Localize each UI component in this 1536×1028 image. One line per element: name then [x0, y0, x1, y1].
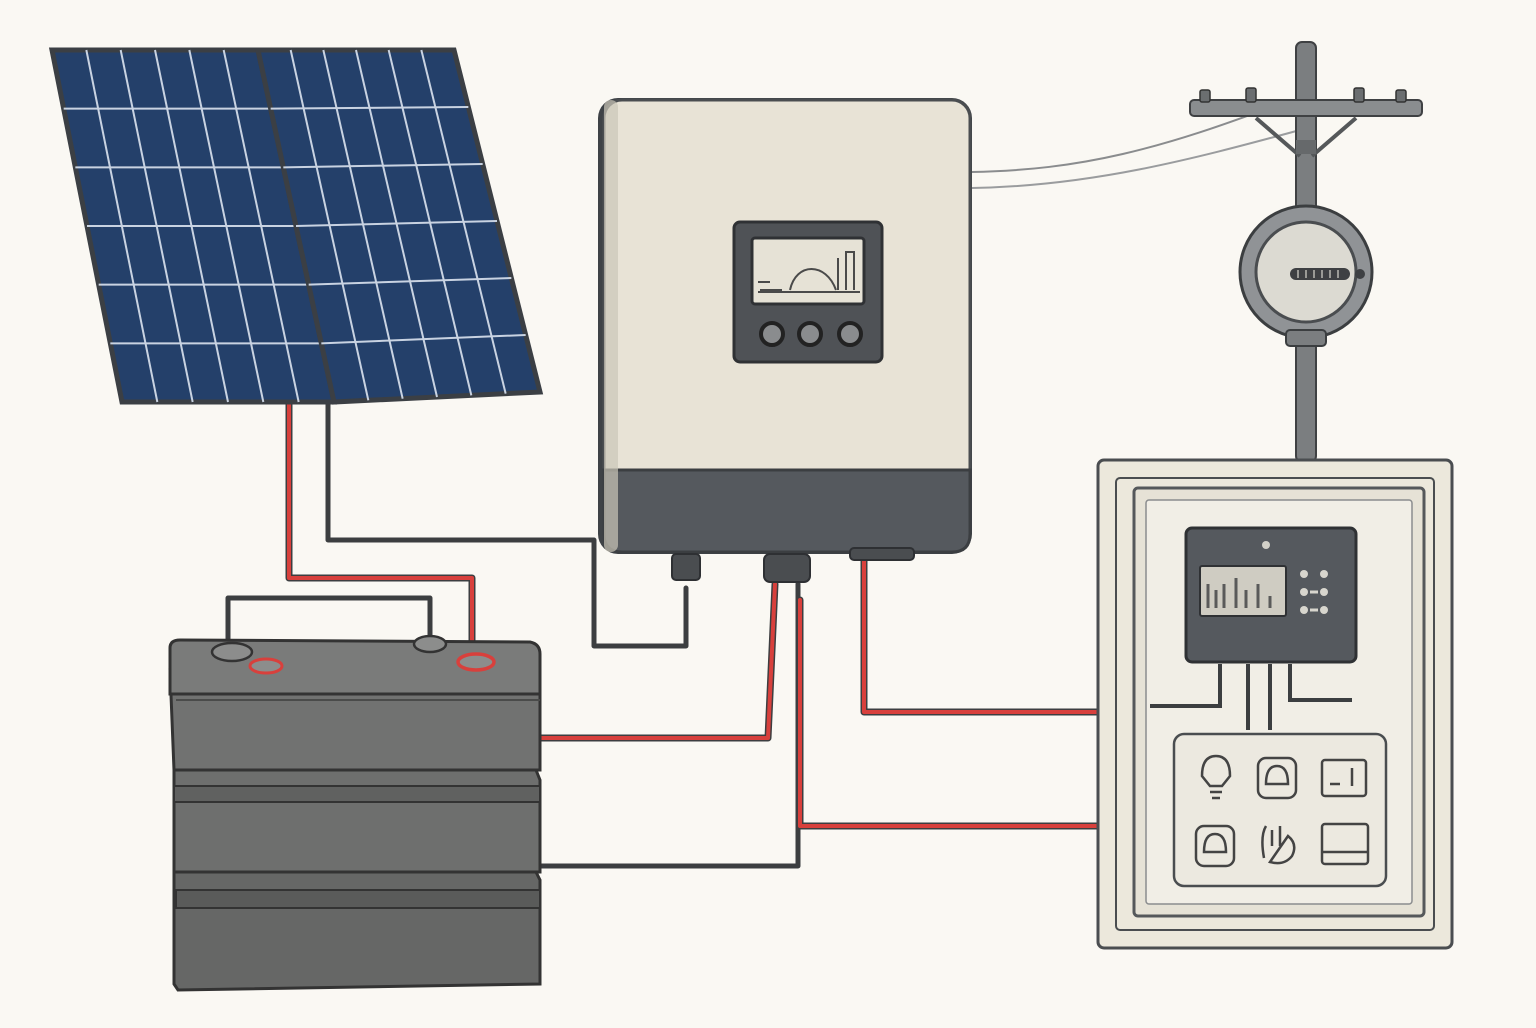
power-curve-graph	[758, 251, 855, 291]
wire-battery-bridge	[225, 595, 433, 649]
wire-inverter-to-box-upper	[860, 556, 1116, 716]
box-internal-wiring	[1150, 664, 1352, 730]
inverter-control-panel	[732, 220, 884, 364]
wire-battery-to-inverter-positive	[536, 580, 779, 742]
screen-icon[interactable]	[1320, 822, 1370, 866]
insulators	[1199, 87, 1407, 103]
load-panel	[1172, 732, 1388, 888]
inverter-button-center[interactable]	[797, 321, 823, 347]
solar-cell-divider	[308, 277, 512, 286]
inverter-button-right[interactable]	[837, 321, 863, 347]
battery-terminals	[210, 634, 496, 675]
solar-cell-divider	[270, 106, 469, 110]
wire-panel-to-battery-positive	[285, 398, 476, 664]
hand-icon[interactable]	[1261, 825, 1296, 865]
solar-cell-divider	[283, 163, 483, 169]
inverter-cable-glands	[671, 547, 915, 583]
light-bulb-icon[interactable]	[1200, 754, 1232, 800]
inverter-icon	[598, 98, 972, 583]
solar-panel-array	[48, 47, 544, 405]
service-wire-lower	[971, 129, 1301, 189]
inverter-button-left[interactable]	[759, 321, 785, 347]
battery-icon	[168, 634, 542, 992]
outlet-icon[interactable]	[1256, 756, 1298, 800]
wiring	[225, 99, 1301, 869]
outlet-icon[interactable]	[1194, 824, 1236, 868]
appliance-icon[interactable]	[1320, 758, 1368, 798]
solar-cell-divider	[321, 334, 526, 345]
charge-controller-icon	[1184, 526, 1358, 664]
solar-panel-icon	[254, 47, 544, 405]
service-wire-upper	[971, 99, 1291, 173]
wire-battery-to-inverter-negative	[537, 581, 801, 869]
solar-panel-icon	[48, 47, 338, 405]
electric-meter-icon	[1238, 204, 1374, 347]
solar-cell-divider	[295, 220, 498, 227]
distribution-box-icon	[1096, 458, 1454, 950]
wire-panel-to-inverter-negative	[325, 399, 689, 649]
inverter-buttons[interactable]	[759, 321, 863, 347]
